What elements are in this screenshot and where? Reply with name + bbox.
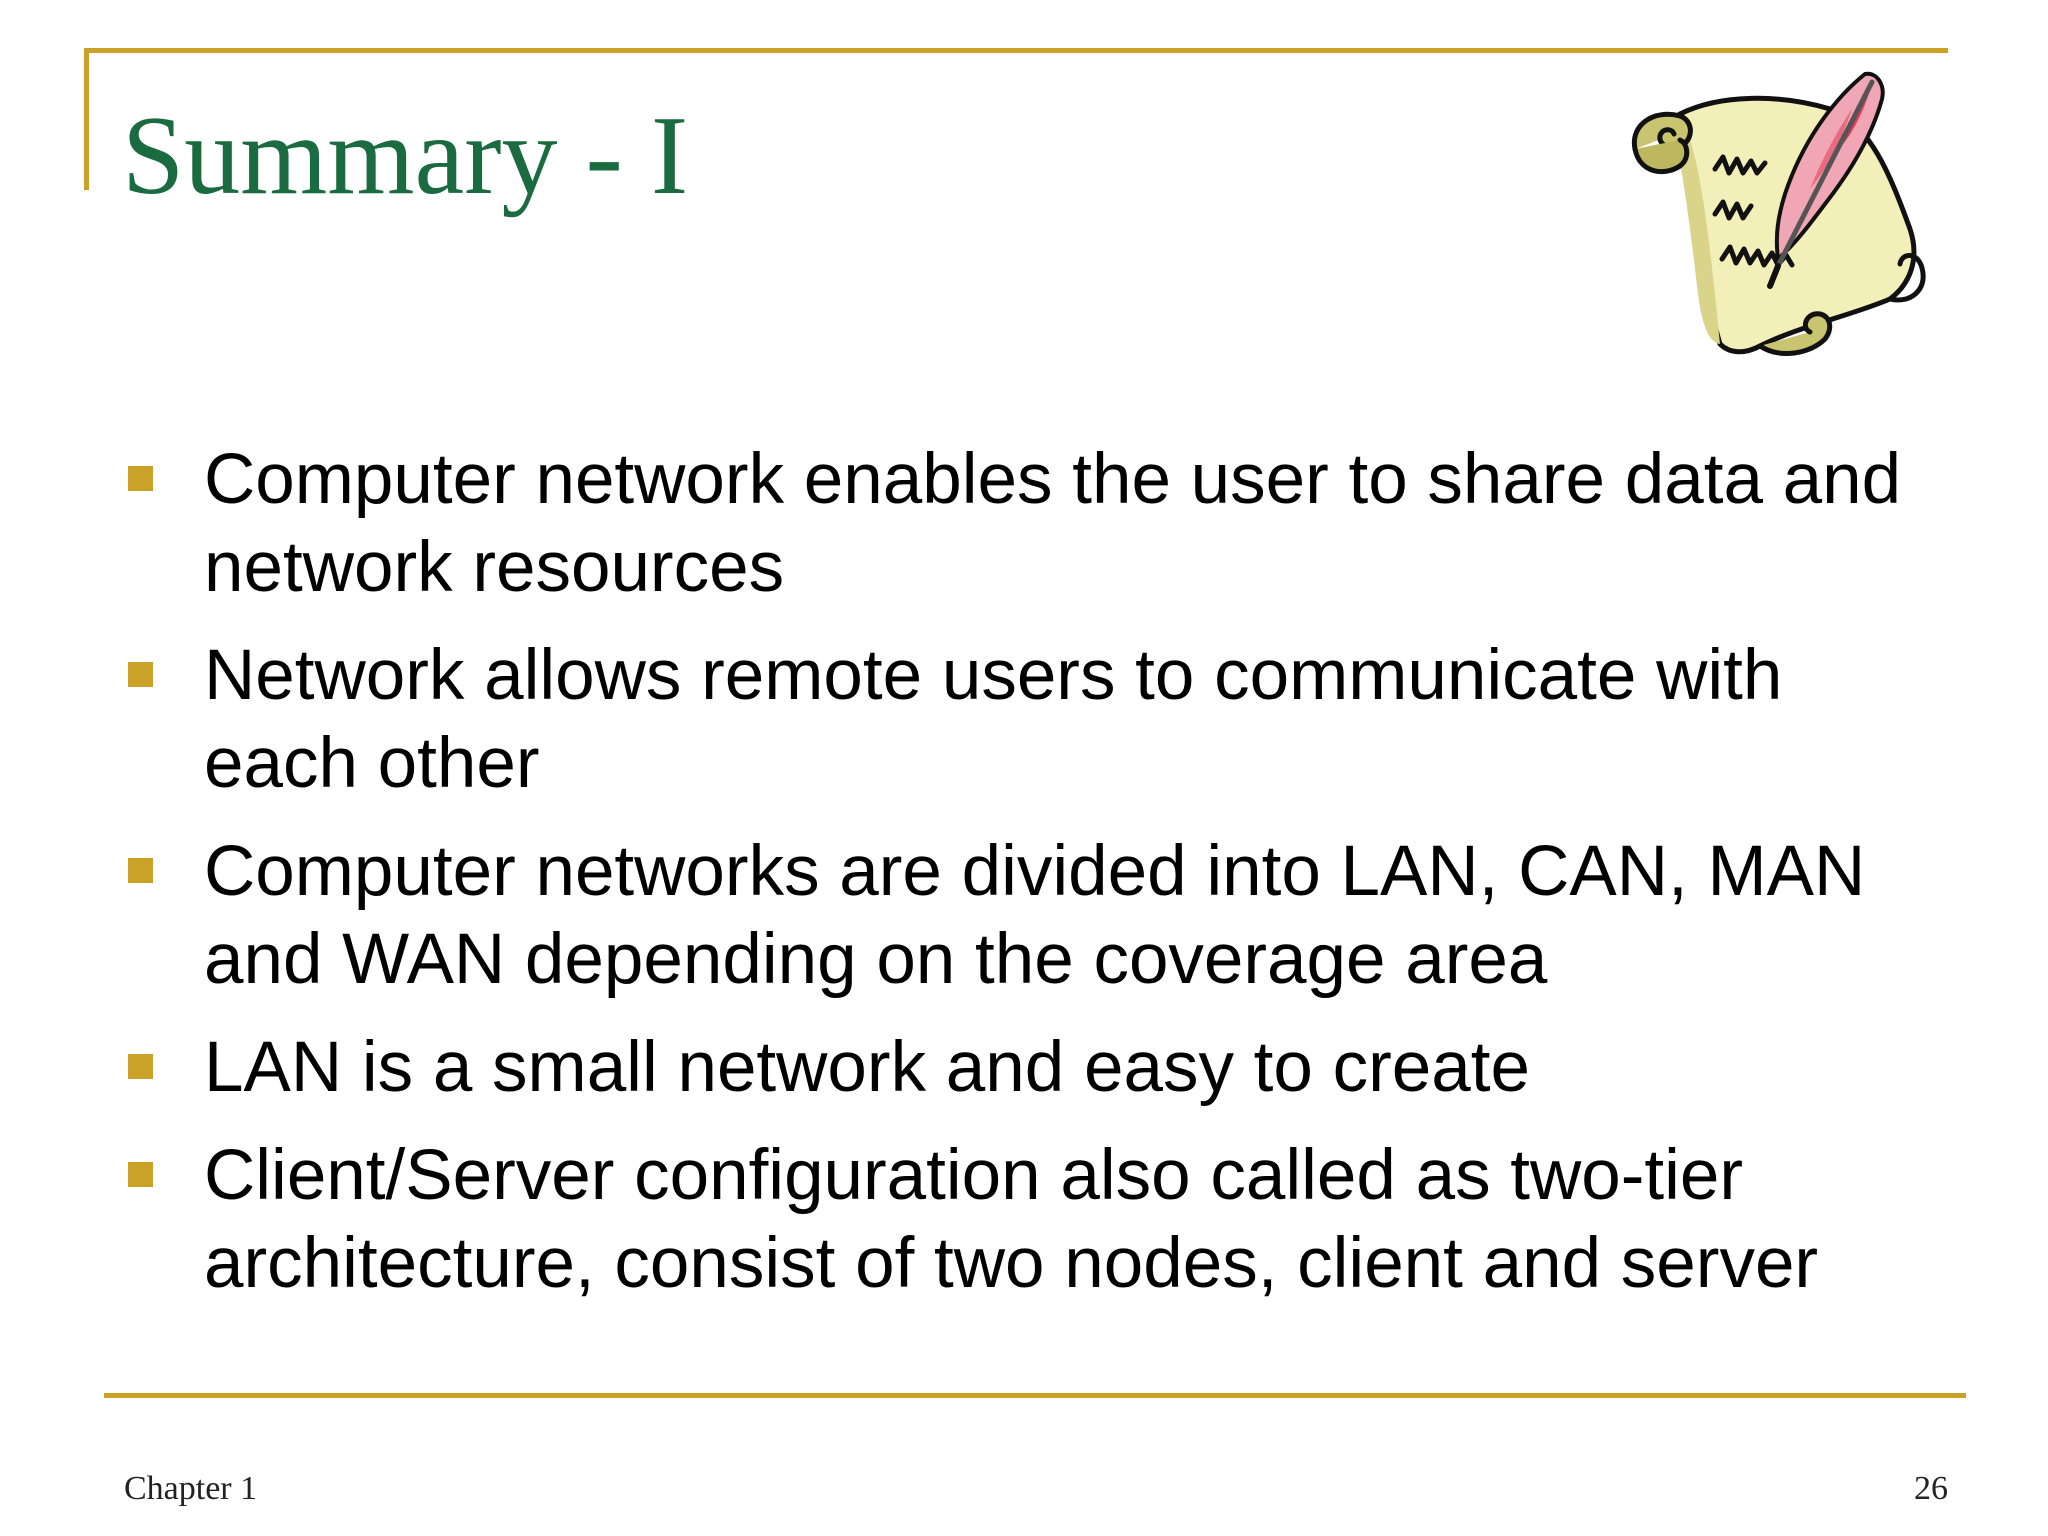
bullet-list: Computer network enables the user to sha…: [126, 436, 1926, 1328]
bullet-text: Client/Server configuration also called …: [204, 1136, 1819, 1303]
square-bullet-icon: [128, 662, 153, 687]
left-rule: [84, 48, 89, 190]
bullet-text: Computer networks are divided into LAN, …: [204, 832, 1866, 999]
square-bullet-icon: [128, 1054, 153, 1079]
bullet-item: Network allows remote users to communica…: [126, 632, 1926, 808]
bullet-item: Client/Server configuration also called …: [126, 1132, 1926, 1308]
top-rule: [84, 48, 1948, 53]
bullet-text: LAN is a small network and easy to creat…: [204, 1028, 1530, 1107]
bullet-text: Computer network enables the user to sha…: [204, 440, 1902, 607]
bullet-item: LAN is a small network and easy to creat…: [126, 1024, 1926, 1112]
square-bullet-icon: [128, 858, 153, 883]
square-bullet-icon: [128, 1162, 153, 1187]
bullet-text: Network allows remote users to communica…: [204, 636, 1783, 803]
bullet-item: Computer networks are divided into LAN, …: [126, 828, 1926, 1004]
footer-page-number: 26: [1914, 1470, 1948, 1507]
bottom-rule: [104, 1393, 1966, 1398]
bullet-item: Computer network enables the user to sha…: [126, 436, 1926, 612]
footer-chapter: Chapter 1: [124, 1470, 258, 1507]
square-bullet-icon: [128, 466, 153, 491]
slide-title: Summary - I: [122, 94, 689, 218]
scroll-quill-icon: [1631, 71, 1926, 356]
